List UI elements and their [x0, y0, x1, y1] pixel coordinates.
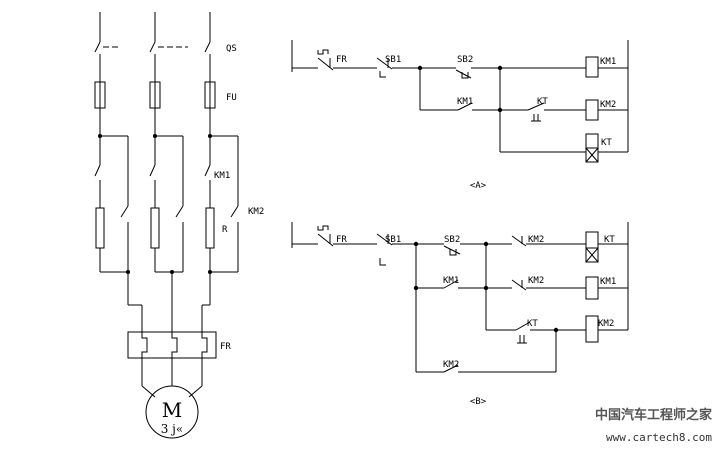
b-km2-nc-mid-label: KM2 [528, 276, 544, 286]
a-kt-coil [585, 133, 599, 163]
motor: M 3 j« [145, 385, 199, 439]
a-km1-contact-label: KM1 [457, 97, 473, 107]
km2-bypass-contacts [120, 205, 239, 272]
watermark-url: www.cartech8.com [606, 431, 712, 444]
control-circuit-b: FR SB1 SB2 KM2 [291, 222, 629, 407]
fu-label: FU [226, 93, 237, 103]
caption-b: <B> [470, 397, 487, 407]
b-sb2-label: SB2 [444, 235, 460, 245]
a-kt-timed-contact [500, 102, 586, 122]
a-km2-coil-label: KM2 [600, 100, 616, 110]
a-km2-coil [585, 99, 599, 121]
a-fr-contact [313, 49, 375, 71]
motor-sub-label: 3 j« [161, 422, 184, 436]
control-circuit-a: FR SB1 SB2 KM1 KM1 [291, 40, 629, 191]
resistors-r [95, 207, 215, 272]
km1-power-label: KM1 [214, 171, 230, 181]
b-km1-contact-label: KM1 [443, 276, 459, 286]
km1-main-contacts [94, 164, 211, 208]
b-km2-nc-top [486, 235, 586, 247]
a-sb2-label: SB2 [457, 55, 473, 65]
b-km2-nc-top-label: KM2 [528, 235, 544, 245]
b-kt-coil [585, 231, 599, 263]
motor-m-label: M [162, 398, 182, 422]
a-km1-coil-label: KM1 [600, 57, 616, 67]
b-kt-contact-label: KT [527, 319, 538, 329]
r-label: R [222, 225, 228, 235]
fr-thermal-relay [127, 331, 217, 359]
a-kt-coil-label: KT [601, 138, 612, 148]
fu-fuses [94, 78, 216, 165]
b-sb2-button [416, 243, 486, 256]
a-fr-label: FR [336, 55, 347, 65]
b-fr-label: FR [336, 235, 347, 245]
b-km2-coil-label: KM2 [598, 319, 614, 329]
b-kt-coil-label: KT [604, 235, 615, 245]
a-kt-contact-label: KT [537, 97, 548, 107]
a-sb1-label: SB1 [385, 55, 401, 65]
watermark-cn: 中国汽车工程师之家 [595, 407, 713, 423]
a-sb2-button [420, 67, 500, 79]
km2-power-label: KM2 [248, 207, 264, 217]
qs-label: QS [226, 44, 237, 54]
watermark: 中国汽车工程师之家 www.cartech8.com [595, 407, 713, 444]
b-km2-coil [585, 315, 599, 343]
b-km2-holding-label: KM2 [443, 360, 459, 370]
a-sb1-button [375, 57, 420, 78]
b-sb1-button [375, 233, 416, 266]
caption-a: <A> [470, 181, 487, 191]
power-circuit: QS FU [94, 12, 264, 439]
fr-power-label: FR [220, 342, 231, 352]
a-km1-coil [585, 56, 599, 78]
b-fr-contact [313, 225, 375, 247]
b-km1-coil-label: KM1 [600, 277, 616, 287]
b-km1-coil [585, 276, 599, 300]
b-sb1-label: SB1 [385, 235, 401, 245]
qs-switch [94, 41, 211, 82]
b-km2-nc-mid [486, 279, 586, 291]
